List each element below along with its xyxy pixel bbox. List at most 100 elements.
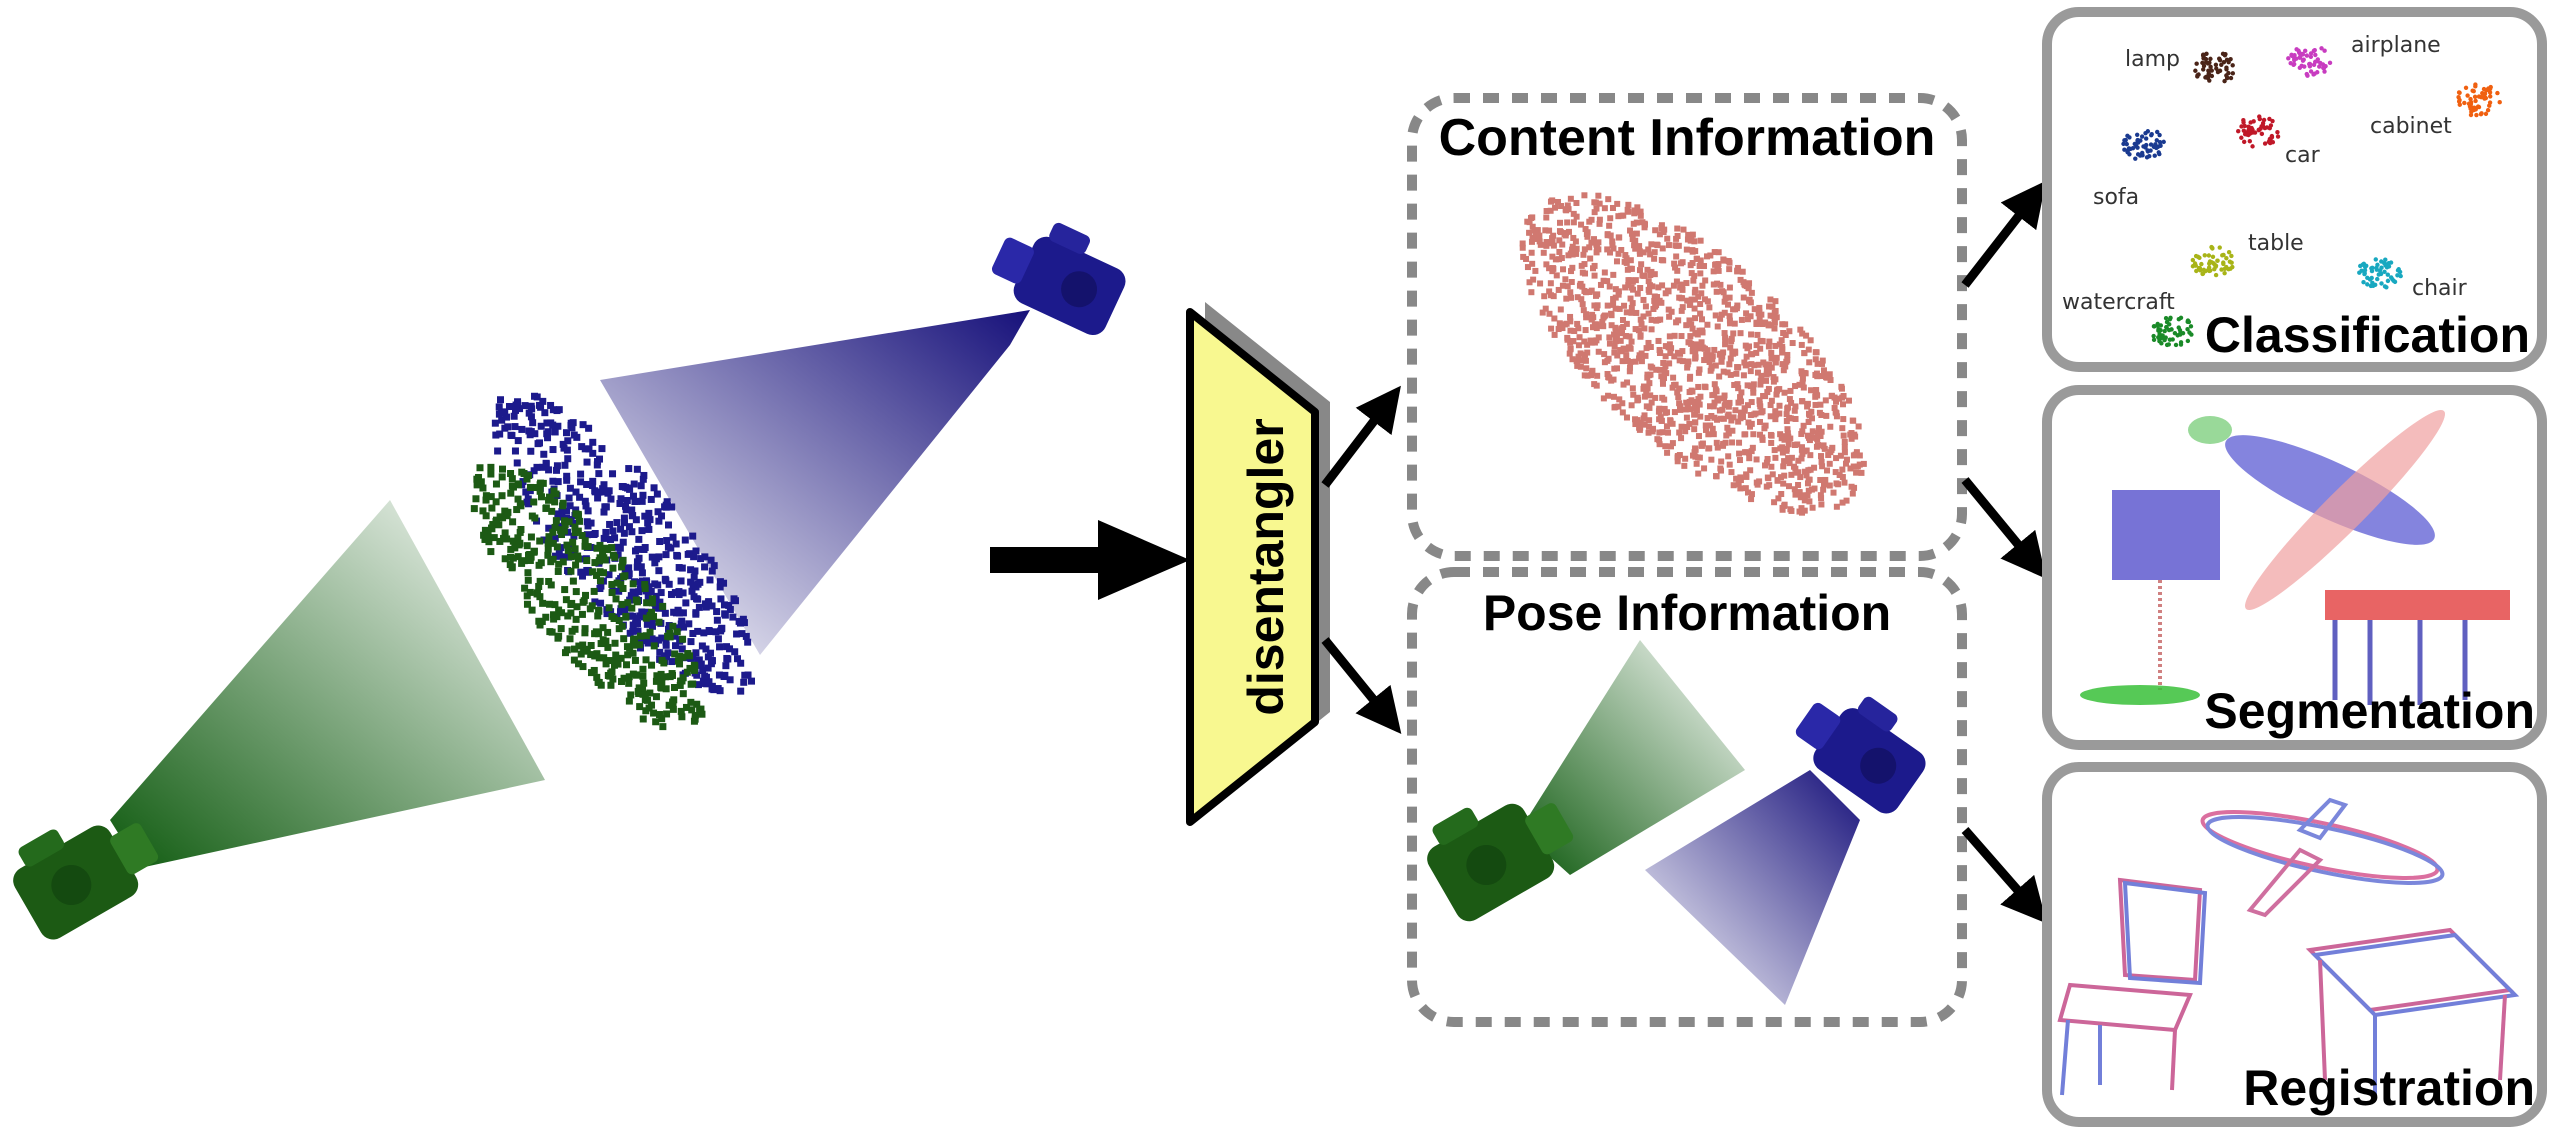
cloud-point — [691, 715, 699, 723]
cloud-point — [1619, 409, 1626, 416]
cloud-point — [1718, 458, 1725, 465]
cloud-point — [1773, 391, 1780, 398]
cloud-point — [1633, 230, 1640, 237]
cloud-point — [1655, 284, 1662, 291]
cloud-point — [549, 446, 557, 454]
cloud-point — [1672, 264, 1679, 271]
cloud-point — [717, 627, 725, 635]
cloud-point — [1637, 285, 1644, 292]
cloud-point — [623, 661, 631, 669]
cloud-point — [1709, 353, 1716, 360]
cloud-point — [1736, 457, 1743, 464]
cloud-point — [1640, 249, 1647, 256]
cloud-point — [1756, 304, 1763, 311]
cloud-point — [2382, 260, 2387, 266]
cloud-point — [1695, 369, 1702, 376]
cloud-point — [2185, 338, 2191, 344]
cloud-point — [2220, 51, 2226, 57]
cloud-point — [609, 527, 617, 535]
cloud-point — [565, 494, 573, 502]
cloud-point — [594, 678, 602, 686]
cluster-label-table: table — [2248, 231, 2304, 256]
cloud-point — [1792, 403, 1799, 410]
cloud-point — [1556, 237, 1563, 244]
cloud-point — [692, 609, 700, 617]
cloud-point — [1716, 373, 1723, 380]
cloud-point — [1638, 321, 1645, 328]
cloud-point — [1673, 253, 1680, 260]
cloud-point — [544, 545, 552, 553]
cloud-point — [1662, 363, 1669, 370]
cloud-point — [671, 589, 679, 597]
cloud-point — [1711, 414, 1718, 421]
cloud-point — [584, 566, 592, 574]
cloud-point — [1736, 450, 1743, 457]
cloud-point — [1609, 204, 1616, 211]
cloud-point — [1824, 467, 1831, 474]
cloud-point — [1610, 376, 1617, 383]
cloud-point — [525, 551, 533, 559]
cloud-point — [1788, 454, 1795, 461]
pose-green-camera-icon — [1427, 803, 1574, 922]
cloud-point — [1703, 253, 1710, 260]
cloud-point — [1712, 362, 1719, 369]
cloud-point — [1606, 283, 1613, 290]
cloud-point — [1595, 348, 1602, 355]
cloud-point — [1581, 338, 1588, 345]
cloud-point — [1721, 392, 1728, 399]
cloud-point — [1726, 399, 1733, 406]
cloud-point — [1569, 251, 1576, 258]
cloud-point — [549, 528, 557, 536]
cloud-point — [1792, 491, 1799, 498]
cloud-point — [506, 553, 514, 561]
cloud-point — [726, 645, 734, 653]
cloud-point — [559, 558, 567, 566]
cloud-point — [1796, 381, 1803, 388]
cloud-point — [597, 582, 605, 590]
cloud-point — [1699, 329, 1706, 336]
cloud-point — [1732, 407, 1739, 414]
cloud-point — [1556, 228, 1563, 235]
cloud-point — [1648, 399, 1655, 406]
cloud-point — [495, 410, 503, 418]
cloud-point — [1691, 238, 1698, 245]
cloud-point — [662, 685, 670, 693]
cloud-point — [2315, 57, 2321, 62]
cloud-point — [1593, 205, 1600, 212]
cloud-point — [536, 593, 544, 601]
cloud-point — [1833, 398, 1840, 405]
cloud-point — [1806, 412, 1813, 419]
cloud-point — [511, 447, 519, 455]
cloud-point — [503, 512, 511, 520]
cloud-point — [1675, 242, 1682, 249]
cloud-point — [1519, 244, 1526, 251]
cloud-point — [1726, 266, 1733, 273]
cloud-point — [1808, 434, 1815, 441]
cloud-point — [1809, 428, 1816, 435]
cloud-point — [1629, 385, 1636, 392]
cloud-point — [1675, 394, 1682, 401]
cloud-point — [525, 427, 533, 435]
cloud-point — [613, 658, 621, 666]
cloud-point — [1798, 341, 1805, 348]
cloud-point — [1636, 243, 1643, 250]
cloud-point — [539, 599, 547, 607]
cloud-point — [1546, 310, 1553, 317]
cloud-point — [1765, 475, 1772, 482]
cloud-point — [1590, 314, 1597, 321]
cloud-point — [1714, 280, 1721, 287]
cloud-point — [546, 600, 554, 608]
cloud-point — [1818, 458, 1825, 465]
cloud-point — [708, 602, 716, 610]
cloud-point — [1594, 302, 1601, 309]
cloud-point — [1763, 483, 1770, 490]
cloud-point — [1742, 282, 1749, 289]
cloud-point — [544, 551, 552, 559]
cloud-point — [2159, 341, 2164, 346]
cloud-point — [1656, 407, 1663, 414]
cloud-point — [2398, 273, 2403, 279]
cloud-point — [1641, 393, 1648, 400]
cloud-point — [648, 701, 656, 709]
cloud-point — [1772, 342, 1779, 349]
cloud-point — [578, 572, 586, 580]
